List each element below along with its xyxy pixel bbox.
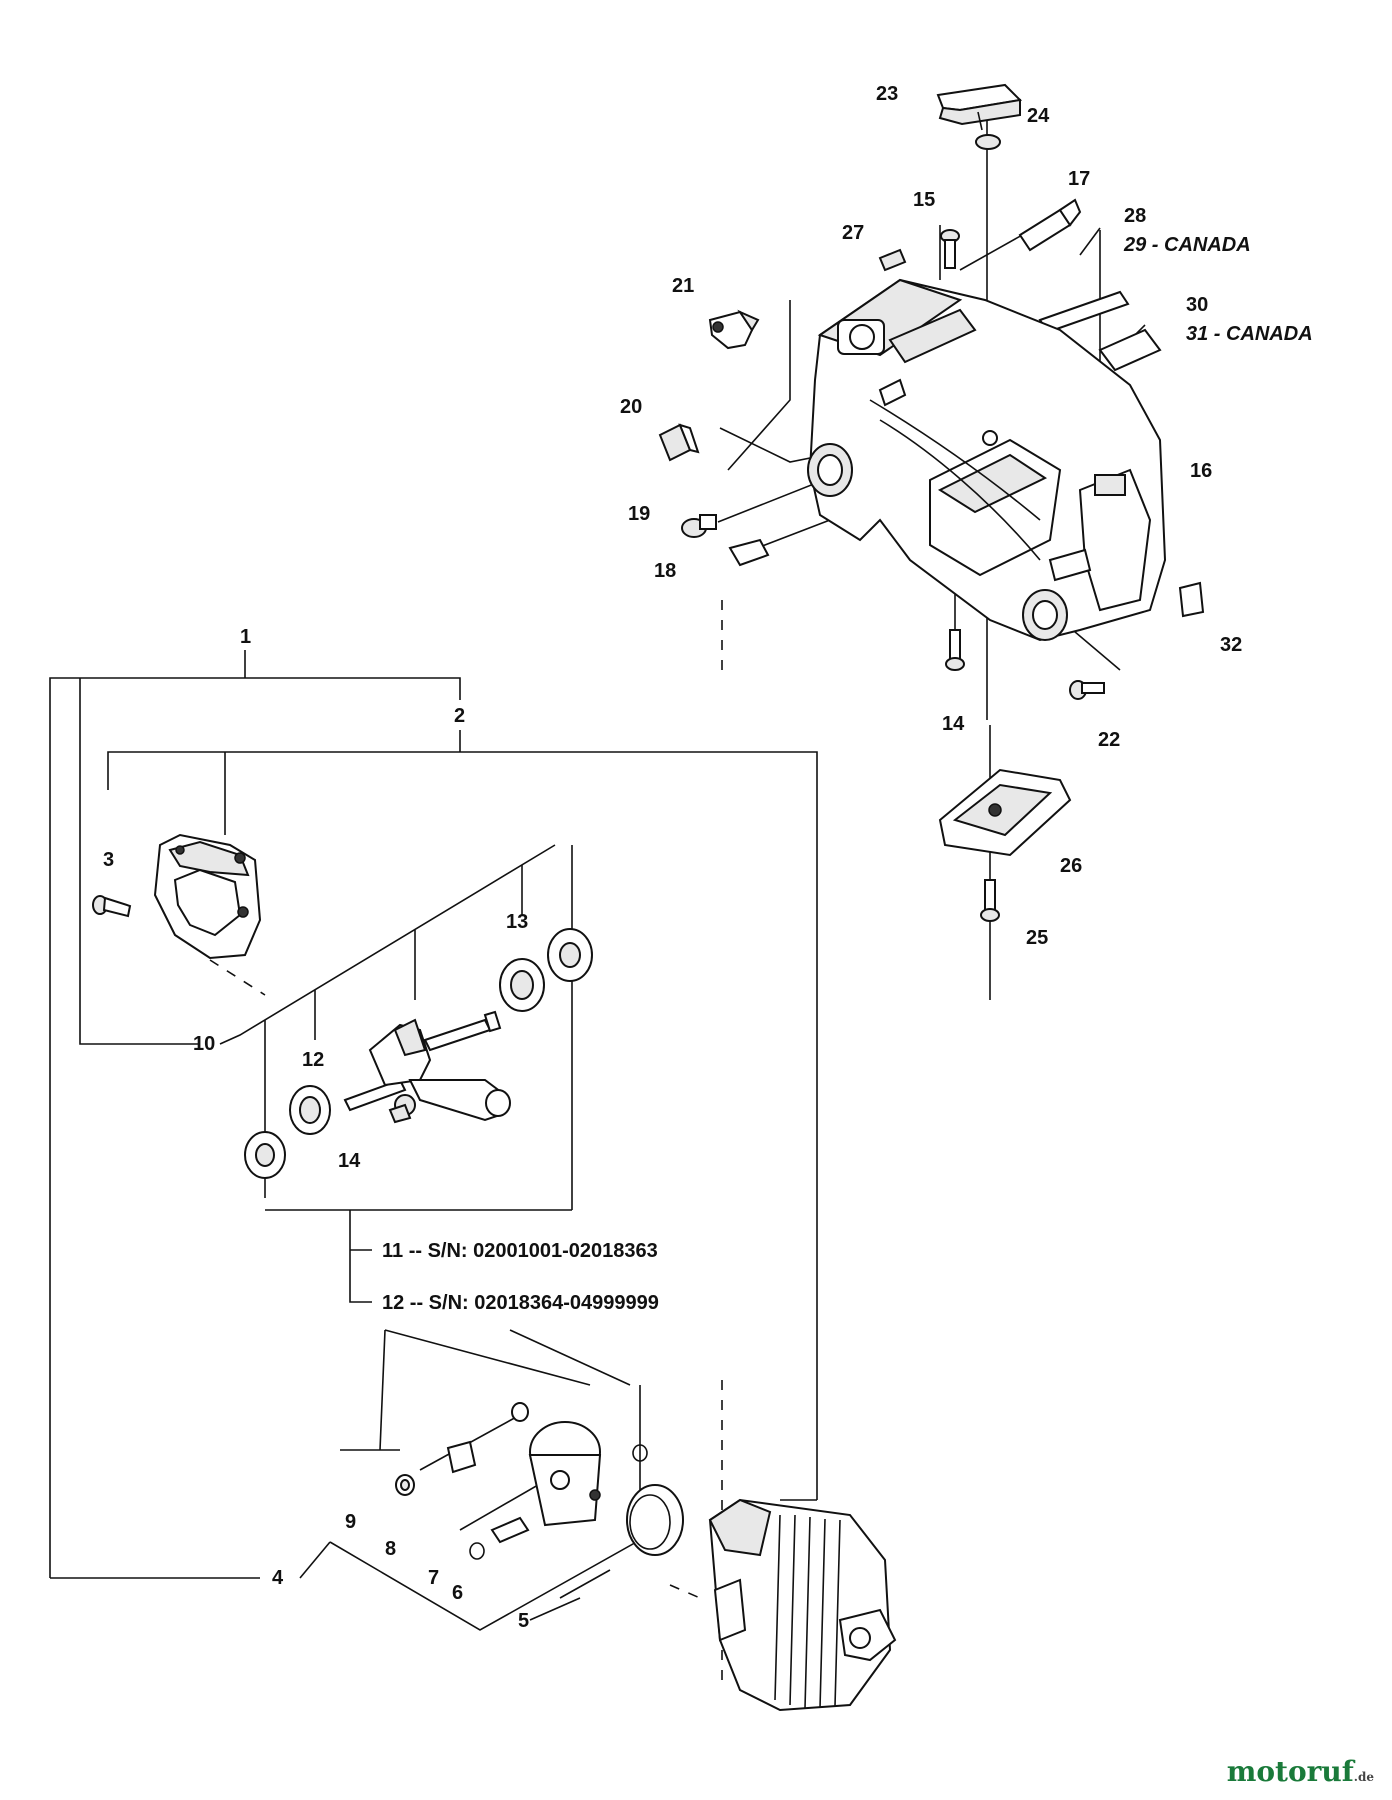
- callout-1: 1: [240, 626, 251, 648]
- callout-26: 26: [1060, 855, 1082, 877]
- part-5-piston-ring-drawing: [626, 1484, 684, 1556]
- part-23-chain-brake-lever-drawing: [936, 83, 1023, 131]
- part-27-label-drawing: [878, 248, 907, 272]
- callout-16: 16: [1190, 460, 1212, 482]
- part-26-cover-plate-drawing: [938, 768, 1072, 857]
- part-9-washer-drawing: [395, 1474, 415, 1496]
- part-15-bolt-drawing: [940, 229, 960, 269]
- callout-25: 25: [1026, 927, 1048, 949]
- callout-8: 8: [385, 1538, 396, 1560]
- part-7-circlip-drawing: [469, 1542, 485, 1560]
- part-14-key-drawing: [388, 1103, 412, 1124]
- callout-17: 17: [1068, 168, 1090, 190]
- motoruf-logo: motoruf.de: [1227, 1755, 1374, 1788]
- callout-2: 2: [454, 705, 465, 727]
- part-6-piston-pin-drawing: [490, 1516, 530, 1544]
- logo-suffix-text: .de: [1353, 1770, 1374, 1784]
- callout-4: 4: [272, 1567, 284, 1589]
- part-20-pad-drawing: [658, 423, 700, 462]
- callout-19: 19: [628, 503, 650, 525]
- part-3-bolt-drawing: [92, 895, 132, 918]
- serial-note-12: 12 -- S/N: 02018364-04999999: [382, 1292, 659, 1314]
- part-crankshaft-drawing: [343, 1010, 511, 1122]
- callout-7: 7: [428, 1567, 439, 1589]
- part-circlip-upper-drawing: [632, 1444, 648, 1462]
- callout-14-screw: 14: [942, 713, 965, 735]
- part-washer-upper-drawing: [511, 1402, 529, 1422]
- part-28-label-drawing: [1038, 290, 1130, 334]
- callout-3: 3: [103, 849, 114, 871]
- part-8-needle-bearing-drawing: [446, 1440, 477, 1474]
- part-18-clip-drawing: [728, 538, 770, 567]
- callout-24: 24: [1027, 105, 1050, 127]
- callout-32: 32: [1220, 634, 1242, 656]
- serial-note-11: 11 -- S/N: 02001001-02018363: [382, 1240, 658, 1262]
- part-25-screw-drawing: [980, 879, 1000, 922]
- part-17-oil-fitting-drawing: [1018, 198, 1082, 252]
- callout-6: 6: [452, 1582, 463, 1604]
- callout-12-bearing: 12: [302, 1049, 324, 1071]
- callout-9: 9: [345, 1511, 356, 1533]
- part-seal-left-drawing: [244, 1131, 286, 1179]
- callout-15: 15: [913, 189, 935, 211]
- callout-21: 21: [672, 275, 694, 297]
- callout-labels: 1 2 3 4 5 6 7 8 9 10 12 13 14 14 15 16 1…: [103, 83, 1313, 1632]
- callout-13: 13: [506, 911, 528, 933]
- part-32-label-drawing: [1178, 581, 1205, 618]
- callout-23: 23: [876, 83, 898, 105]
- part-19-cap-drawing: [681, 514, 717, 538]
- callout-30: 30: [1186, 294, 1208, 316]
- part-24-plug-drawing: [975, 134, 1001, 150]
- part-piston-drawing: [528, 1421, 602, 1527]
- logo-brand-text: motoruf: [1226, 1755, 1354, 1788]
- part-seal-right-drawing: [547, 928, 593, 982]
- part-crankcase-half-drawing: [153, 833, 262, 960]
- callout-31-canada: 31 - CANADA: [1186, 323, 1313, 345]
- callout-27: 27: [842, 222, 864, 244]
- part-cylinder-drawing: [708, 1498, 897, 1712]
- part-22-screw-drawing: [1069, 680, 1105, 700]
- part-16-crankcase-housing-drawing: [807, 278, 1167, 642]
- part-13-bearing-drawing: [499, 958, 545, 1012]
- part-30-label-drawing: [1098, 328, 1162, 372]
- callout-14-key: 14: [338, 1150, 361, 1172]
- callout-20: 20: [620, 396, 642, 418]
- part-14-screw-upper-drawing: [945, 629, 965, 671]
- callout-18: 18: [654, 560, 676, 582]
- part-12-bearing-drawing: [289, 1085, 331, 1135]
- callout-10: 10: [193, 1033, 215, 1055]
- callout-22: 22: [1098, 729, 1120, 751]
- callout-29-canada: 29 - CANADA: [1123, 234, 1251, 256]
- callout-28: 28: [1124, 205, 1146, 227]
- callout-5: 5: [518, 1610, 529, 1632]
- part-21-bracket-drawing: [708, 309, 760, 350]
